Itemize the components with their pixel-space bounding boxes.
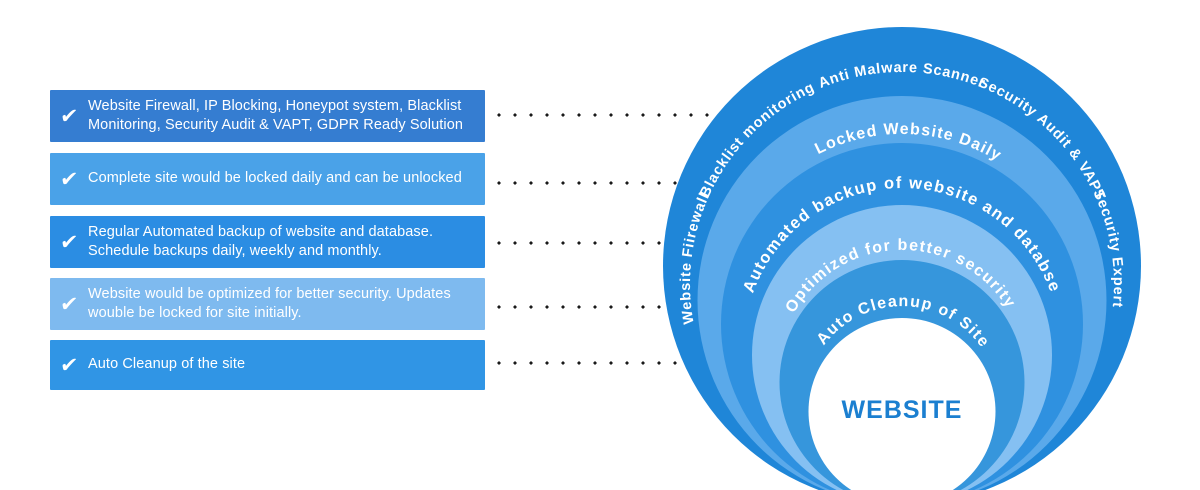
- connector-line-2: [497, 181, 739, 185]
- feature-text: Auto Cleanup of the site: [88, 356, 246, 373]
- feature-box-optimized: ✔ Website would be optimized for better …: [50, 278, 485, 330]
- connector-line-3: [497, 241, 754, 245]
- feature-text: Complete site would be locked daily and …: [88, 170, 462, 187]
- website-center-label: WEBSITE: [842, 396, 963, 424]
- feature-text: Website would be optimized for better se…: [88, 285, 451, 321]
- connector-line-4: [497, 305, 765, 309]
- connector-line-5: [497, 361, 785, 365]
- feature-box-backup: ✔ Regular Automated backup of website an…: [50, 216, 485, 268]
- website-core-circle: [808, 318, 996, 490]
- connector-line-1: [497, 113, 721, 117]
- feature-box-cleanup: ✔ Auto Cleanup of the site: [50, 340, 485, 390]
- feature-text: Website Firewall, IP Blocking, Honeypot …: [88, 97, 464, 133]
- feature-box-locked: ✔ Complete site would be locked daily an…: [50, 153, 485, 205]
- feature-box-firewall: ✔ Website Firewall, IP Blocking, Honeypo…: [50, 90, 485, 142]
- feature-text: Regular Automated backup of website and …: [88, 223, 434, 259]
